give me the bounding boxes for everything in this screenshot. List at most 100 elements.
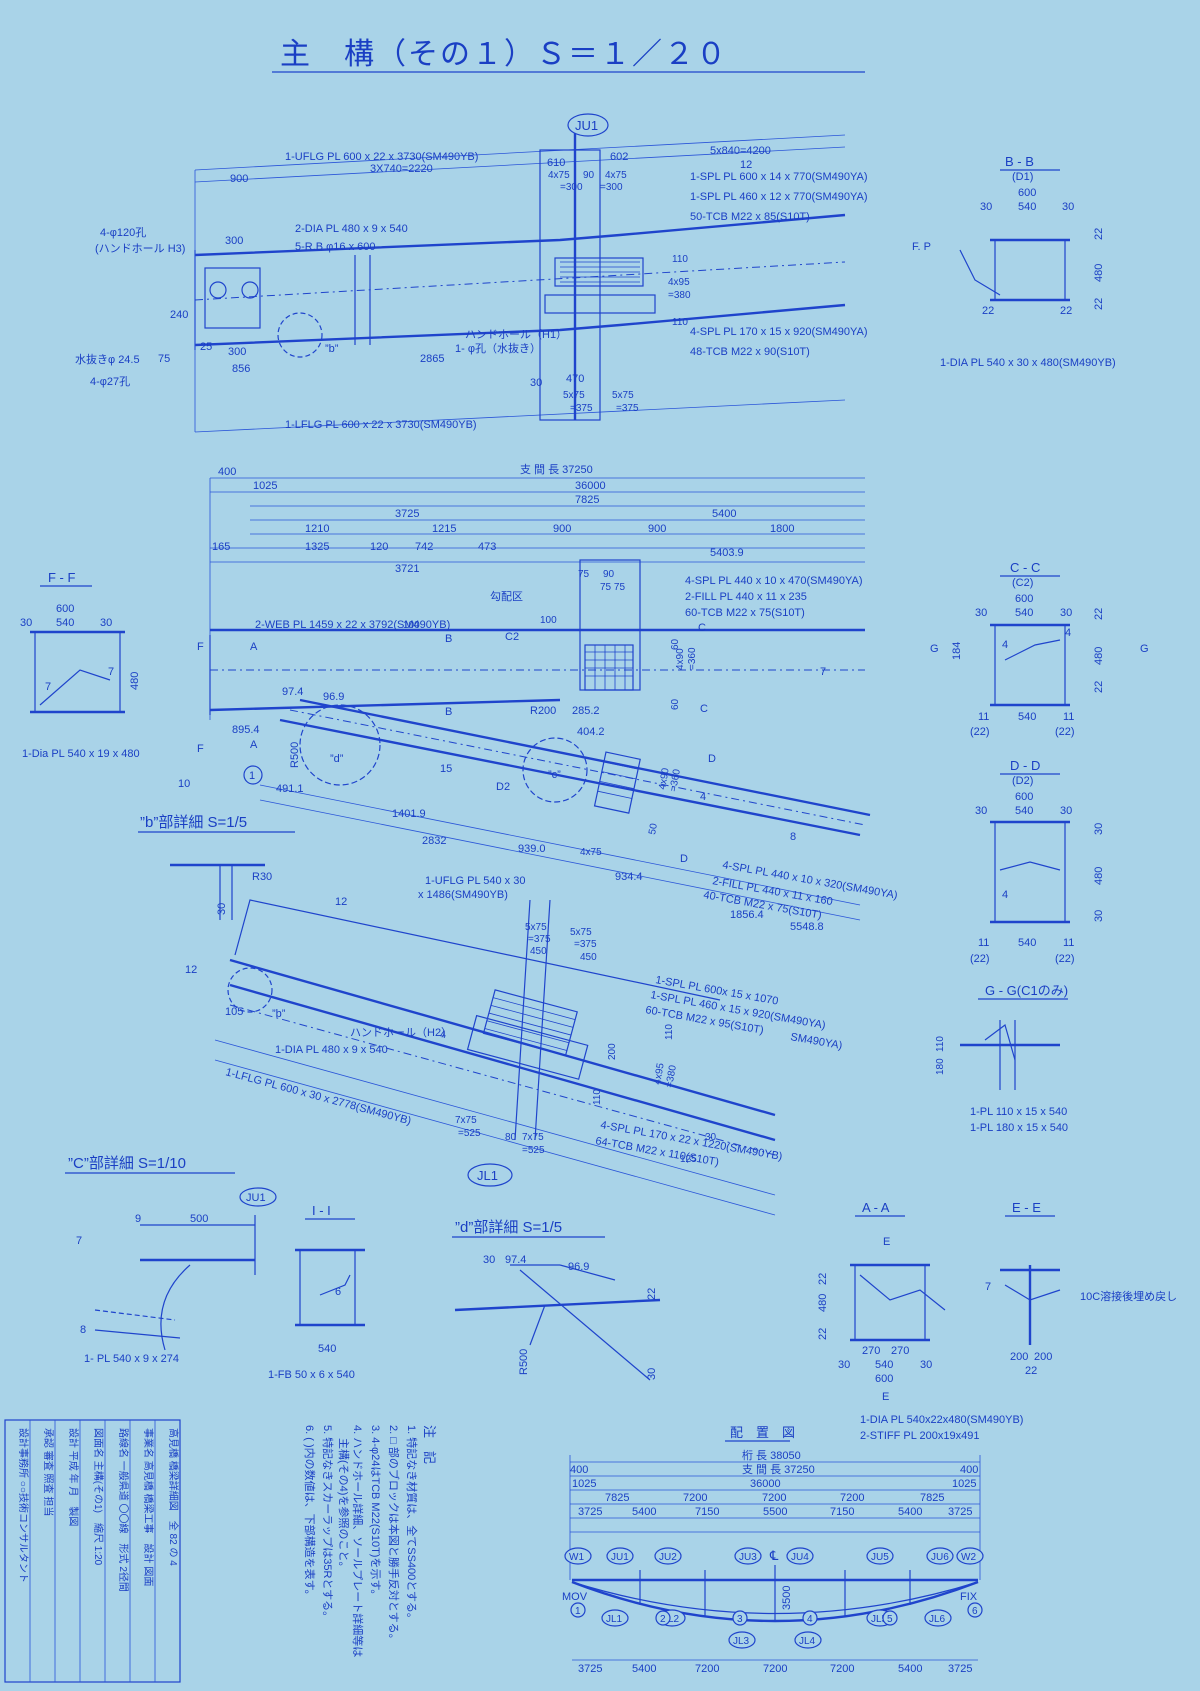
- me-d4x75: 4x75: [580, 847, 602, 858]
- top-seg-3: 7150: [695, 1506, 719, 1518]
- aa-d270a: 270: [862, 1345, 880, 1357]
- le-d110b: 110: [664, 1024, 675, 1040]
- aa-e1: E: [883, 1236, 890, 1248]
- detail-c-d8: 8: [80, 1324, 86, 1336]
- le-handhole: ハンドホール（H2）: [350, 1026, 452, 1039]
- layout-joint-ju1: JU1: [611, 1552, 629, 1563]
- layout-7825a: 7825: [605, 1492, 629, 1504]
- me-d4x90: 4x90: [675, 648, 686, 670]
- me-sloped-bolt-group: [593, 751, 641, 814]
- le-d12: 12: [185, 964, 197, 976]
- ff-w540: 540: [56, 617, 74, 629]
- me-d939: 939.0: [518, 843, 546, 855]
- note-2: 2. □ 部のブロックは本図と勝手反対とする。: [387, 1425, 401, 1645]
- me-d934: 934.4: [615, 871, 643, 883]
- dim-300c: 300: [225, 235, 243, 247]
- bb-title: B - B: [1005, 154, 1034, 169]
- ee-d7: 7: [985, 1281, 991, 1293]
- top-seg-4: 5500: [763, 1506, 787, 1518]
- dim-380: =380: [668, 290, 691, 301]
- bot-seg-3: 7200: [695, 1663, 719, 1675]
- layout-joint-jl5: JL5: [871, 1614, 888, 1625]
- dim-110b: 110: [672, 317, 688, 328]
- top-dia-label: 2-DIA PL 480 x 9 x 540: [295, 223, 408, 235]
- hole-120-label: 4-φ120孔: [100, 226, 146, 239]
- layout-joint-jl2: JL2: [663, 1614, 680, 1625]
- top-spl2-label: 1-SPL PL 460 x 12 x 770(SM490YA): [690, 191, 868, 203]
- layout-d1025r: 1025: [952, 1478, 976, 1490]
- me-koumoku: 勾配区: [490, 590, 523, 603]
- dd-h480: 480: [1093, 867, 1105, 885]
- me-marker-b: B: [445, 633, 452, 645]
- me-d120: 120: [370, 541, 388, 553]
- lower-elevation: ”b” 12 105 12 JL1 1-UFLG PL 540 x 30 x 1…: [185, 875, 843, 1216]
- layout-d38050: 桁 長 38050: [742, 1448, 801, 1462]
- me-d473: 473: [478, 541, 496, 553]
- ee-d200b: 200: [1034, 1351, 1052, 1363]
- dim-900: 900: [230, 173, 248, 185]
- cc-box: [994, 624, 1066, 706]
- le-d5x75a: 5x75: [525, 922, 547, 933]
- le-lflg: 1-LFLG PL 600 x 30 x 2778(SM490YB): [224, 1066, 412, 1127]
- me-note-d: ”d”: [330, 753, 344, 765]
- me-d1401: 1401.9: [392, 808, 426, 820]
- cc-d22t: 22: [1093, 608, 1105, 620]
- note-5: 5. 特記なきスカーラップは35Rとする。: [321, 1425, 335, 1622]
- me-d7575: 75 75: [600, 582, 625, 593]
- bb-h480: 480: [1093, 264, 1105, 282]
- bot-seg-mid: 7200: [763, 1663, 787, 1675]
- me-d1210: 1210: [305, 523, 329, 535]
- me-d7825: 7825: [575, 494, 599, 506]
- me-r500: R500: [289, 742, 301, 768]
- gg-cap2: 1-PL 180 x 15 x 540: [970, 1122, 1068, 1134]
- cc-b22l: (22): [970, 726, 990, 738]
- dd-d30t: 30: [1093, 823, 1105, 835]
- dim-470: 470: [566, 373, 584, 385]
- top-bolt-hatch: [560, 261, 640, 283]
- top-bolt-group-1: [554, 257, 644, 287]
- top-hole-1: [209, 281, 227, 299]
- le-bolt-group-1: [482, 989, 578, 1057]
- dim-856: 856: [232, 363, 250, 375]
- dim-602: 602: [610, 151, 628, 163]
- dim-610: 610: [547, 157, 565, 169]
- me-d3725: 3725: [395, 508, 419, 520]
- top-seg-7: 3725: [948, 1506, 972, 1518]
- layout-joint-w2-bubble: [956, 1547, 984, 1565]
- detail-d: ”d”部詳細 S=1/5 30 97.4 96.9 22 30 R500: [452, 1219, 661, 1381]
- layout-joint-ju4-bubble: [786, 1547, 814, 1565]
- le-d375b: =375: [574, 939, 597, 950]
- title-block: 高見橋 橋梁詳細図 全 82 の 4 事業名 高見橋 橋梁工事 設計 図面 路線…: [4, 1419, 181, 1683]
- detail-d-d974: 97.4: [505, 1254, 526, 1266]
- detail-c-caption: 1- PL 540 x 9 x 274: [84, 1353, 179, 1365]
- le-d7x75b: 7x75: [522, 1132, 544, 1143]
- layout-support-3: 3: [737, 1614, 743, 1625]
- me-d15: 15: [440, 763, 452, 775]
- top-seg-6: 5400: [898, 1506, 922, 1518]
- bb-d22l: 22: [982, 305, 994, 317]
- note-b-top: ”b”: [325, 343, 339, 355]
- top-tcb2-label: 48-TCB M22 x 90(S10T): [690, 346, 810, 358]
- ff-title: F - F: [48, 570, 75, 585]
- dd-d4: 4: [1002, 889, 1008, 901]
- me-d975: 97.4: [282, 686, 303, 698]
- top-dim-line-1: [194, 134, 846, 171]
- me-support-1: 1: [249, 770, 255, 782]
- layout-joint-ju1-bubble: [606, 1547, 634, 1565]
- jl1-label: JL1: [477, 1168, 498, 1183]
- aa-cap2: 2-STIFF PL 200x19x491: [860, 1430, 979, 1442]
- le-d5x75b: 5x75: [570, 927, 592, 938]
- layout-joint-jl1: JL1: [606, 1614, 623, 1625]
- layout-fix: FIX: [960, 1591, 978, 1603]
- section-ii: I - I 6 540 1-FB 50 x 6 x 540: [268, 1203, 365, 1381]
- layout-d400l: 400: [570, 1464, 588, 1476]
- layout-support-1: 1: [575, 1606, 581, 1617]
- me-fill: 2-FILL PL 440 x 11 x 235: [685, 591, 807, 603]
- bot-seg-4: 7200: [830, 1663, 854, 1675]
- detail-c-d7: 7: [76, 1235, 82, 1247]
- detail-d-d30b: 30: [646, 1368, 658, 1380]
- me-d36000: 36000: [575, 480, 606, 492]
